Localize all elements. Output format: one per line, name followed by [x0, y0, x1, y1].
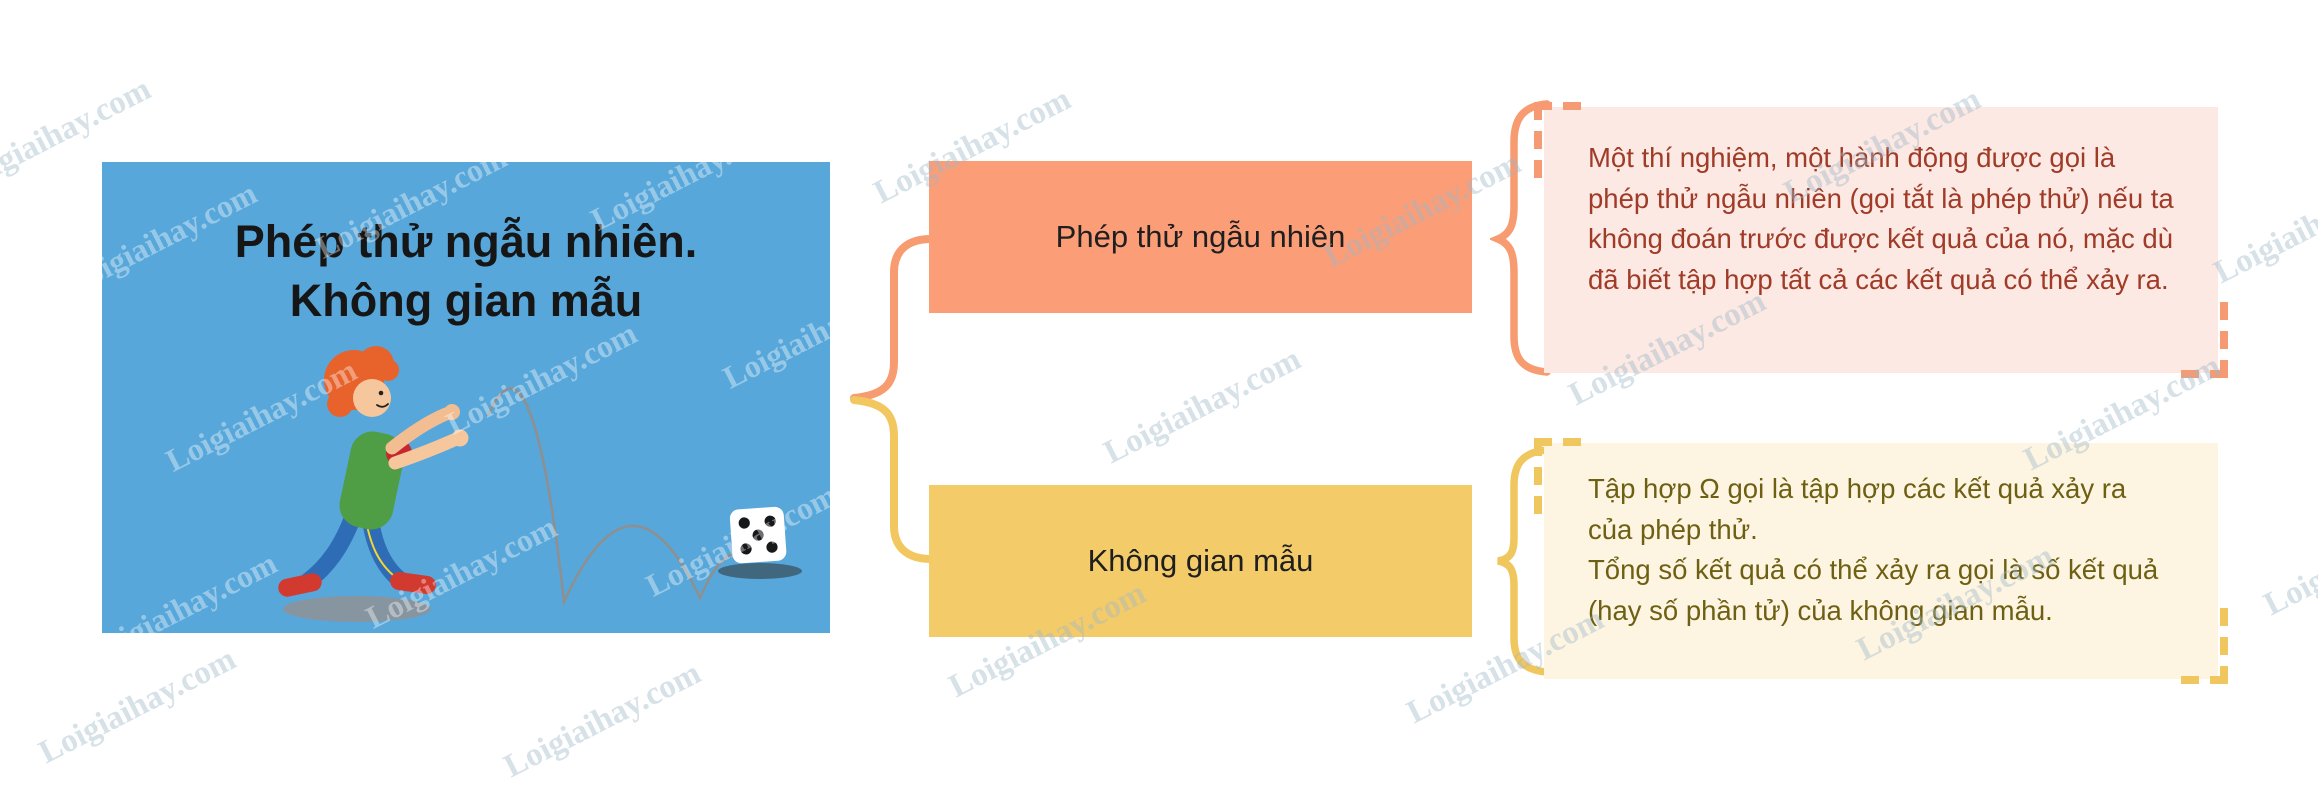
bounce-trajectory [486, 387, 755, 607]
boy-shadow [283, 596, 431, 622]
topic-title-line2: Không gian mẫu [289, 275, 643, 327]
brace-phep-thu [1490, 100, 1551, 376]
branch-node-phep-thu: Phép thử ngẫu nhiên [929, 161, 1472, 313]
connector-arm-khong-gian-mau [850, 396, 935, 563]
branch-node-khong-gian-mau-label: Không gian mẫu [1087, 543, 1314, 578]
brace-khong-gian-mau [1497, 446, 1551, 676]
boy-figure [278, 346, 469, 597]
boy-throwing-dice-illustration [278, 346, 802, 622]
definition-khong-gian-mau: Tập hợp Ω gọi là tập hợp các kết quả xảy… [1534, 438, 2228, 684]
watermark: Loigiaihay.com [2208, 161, 2318, 291]
topic-title-line1: Phép thử ngẫu nhiên. [234, 216, 698, 267]
connector-arm-phep-thu [850, 235, 935, 402]
branch-node-khong-gian-mau: Không gian mẫu [929, 485, 1472, 637]
dashed-corner-icon [2168, 294, 2228, 378]
topic-title: Phép thử ngẫu nhiên. Không gian mẫu [102, 212, 830, 331]
watermark: Loigiaihay.com [2258, 493, 2318, 623]
dashed-corner-icon [1534, 102, 1594, 186]
dashed-corner-icon [1534, 438, 1594, 522]
dashed-corner-icon [2168, 600, 2228, 684]
definition-phep-thu: Một thí nghiệm, một hành động được gọi l… [1534, 102, 2228, 378]
watermark: Loigiaihay.com [1098, 341, 1307, 471]
mindmap-canvas: { "watermark": { "text": "Loigiaihay.com… [0, 71, 2318, 785]
definition-phep-thu-text: Một thí nghiệm, một hành động được gọi l… [1588, 142, 2174, 296]
dice-shadow [718, 563, 802, 579]
root-branch-connector [850, 235, 935, 563]
definition-khong-gian-mau-text-1: Tập hợp Ω gọi là tập hợp các kết quả xảy… [1588, 473, 2127, 545]
branch-node-phep-thu-label: Phép thử ngẫu nhiên [1055, 219, 1346, 254]
watermark: Loigiaihay.com [33, 641, 242, 771]
definition-khong-gian-mau-text-2: Tổng số kết quả có thể xảy ra gọi là số … [1588, 554, 2159, 627]
topic-panel: Phép thử ngẫu nhiên. Không gian mẫu [102, 162, 830, 633]
dice-icon [729, 506, 787, 564]
watermark: Loigiaihay.com [498, 655, 707, 785]
